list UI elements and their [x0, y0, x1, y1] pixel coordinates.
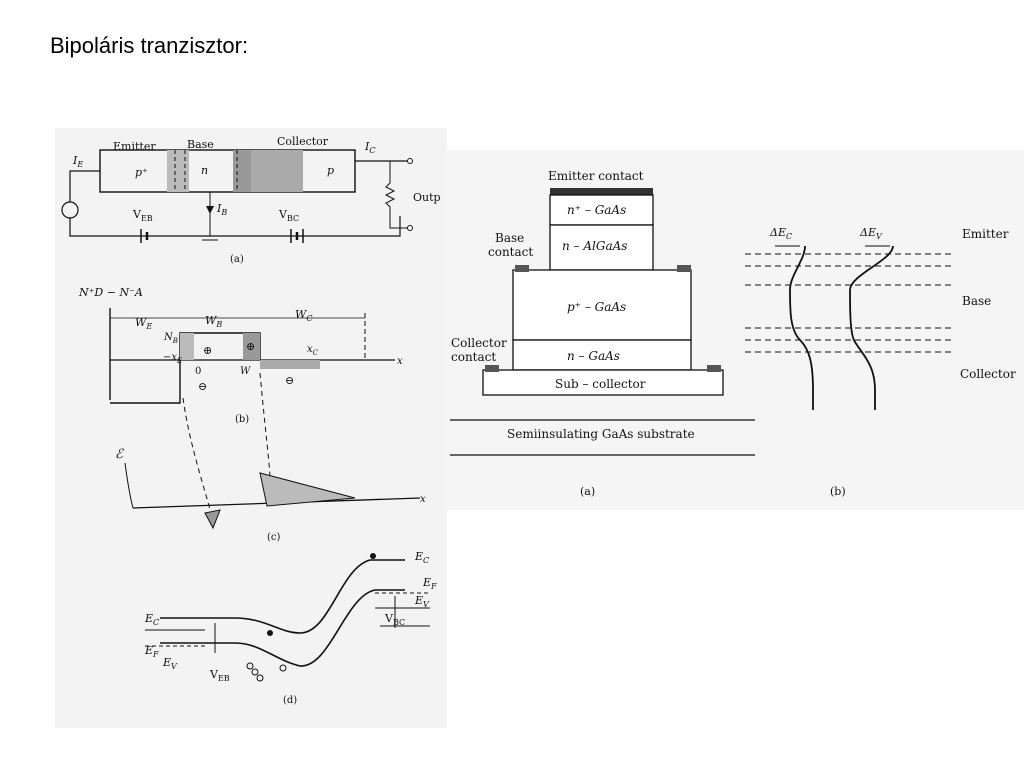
sub-collector-label: Sub – collector — [555, 377, 646, 391]
veb-label: VEB — [132, 208, 153, 223]
xc-label: xC — [307, 344, 319, 357]
collector-contact-label-1: Collector — [451, 336, 507, 350]
we-label: WE — [135, 316, 152, 331]
right-figure: Emitter contact n⁺ – GaAs n – AlGaAs Bas… — [445, 150, 1024, 510]
base-band-label: Base — [962, 294, 991, 308]
load-resistor-icon — [384, 182, 410, 229]
n-label: n — [201, 164, 208, 177]
w-label: W — [240, 366, 251, 377]
hbt-structure: Emitter contact n⁺ – GaAs n – AlGaAs Bas… — [450, 169, 755, 498]
caption-d: (d) — [283, 695, 297, 706]
ec-right-label: EC — [414, 550, 429, 565]
ic-label: IC — [364, 140, 375, 155]
base-label: Base — [187, 138, 214, 151]
doping-ylabel: N⁺D − N⁻A — [78, 286, 143, 299]
p-label: p — [327, 164, 334, 177]
ib-label: IB — [216, 202, 227, 217]
ef-left-label: EF — [144, 644, 159, 659]
collector-depletion-region — [251, 150, 303, 192]
base-contact-right — [677, 265, 691, 272]
ec-left-label: EC — [144, 612, 159, 627]
conduction-band-curve — [789, 245, 814, 410]
delta-ev-label: ΔEV — [859, 226, 883, 241]
ef-right-label: EF — [422, 576, 437, 591]
ie-label: IE — [72, 154, 83, 169]
base-contact-left — [515, 265, 529, 272]
plus-charge-icon-2: ⊕ — [246, 340, 255, 353]
minus-charge-icon: ⊖ — [198, 380, 207, 393]
emitter-contact-label: Emitter contact — [548, 169, 644, 183]
conduction-band-line — [160, 559, 405, 634]
base-depletion-region — [233, 150, 251, 192]
output-terminal-bottom — [407, 225, 413, 231]
x-axis-label-b: x — [397, 356, 403, 367]
output-label: Outp — [413, 191, 441, 204]
caption-right-a: (a) — [580, 485, 595, 498]
left-figure-svg: Emitter Base Collector p⁺ n p IE IC IB V… — [61, 135, 441, 706]
plus-charge-icon: ⊕ — [203, 344, 212, 357]
hbt-band-diagram: ΔEC ΔEV Emitter Base Collector (b) — [745, 226, 1016, 498]
caption-b: (b) — [235, 414, 249, 425]
collector-contact-left — [485, 365, 499, 372]
figure-b-doping: N⁺D − N⁻A WE WB WC NB −xE xC 0 W x ⊕ ⊕ ⊖… — [78, 286, 403, 425]
emitter-band-label: Emitter — [962, 227, 1009, 241]
collector-contact-right — [707, 365, 721, 372]
left-figure: Emitter Base Collector p⁺ n p IE IC IB V… — [55, 128, 447, 728]
caption-c: (c) — [267, 532, 281, 543]
base-contact-label-1: Base — [495, 231, 524, 245]
caption-right-b: (b) — [830, 485, 846, 498]
field-symbol: ℰ — [115, 447, 124, 462]
emitter-contact — [550, 188, 653, 195]
p-plus-gaas-label: p⁺ – GaAs — [567, 300, 626, 314]
emitter-label: Emitter — [113, 140, 156, 153]
valence-band-curve — [849, 245, 894, 410]
slide-title: Bipoláris tranzisztor: — [50, 33, 249, 58]
ev-left-label: EV — [162, 656, 178, 671]
caption-a: (a) — [230, 254, 244, 265]
substrate-label: Semiinsulating GaAs substrate — [507, 427, 695, 441]
right-figure-svg: Emitter contact n⁺ – GaAs n – AlGaAs Bas… — [450, 169, 1016, 498]
n-gaas-label: n – GaAs — [567, 349, 620, 363]
n-plus-gaas-label: n⁺ – GaAs — [567, 203, 626, 217]
source-icon — [61, 201, 79, 219]
zero-label: 0 — [195, 366, 201, 377]
vbc-band-label: VBC — [384, 612, 405, 627]
figure-c-field: ℰ x (c) — [115, 372, 426, 543]
minus-charge-icon-2: ⊖ — [285, 374, 294, 387]
base-contact-label-2: contact — [488, 245, 533, 259]
vbc-label: VBC — [278, 208, 299, 223]
delta-ec-label: ΔEC — [769, 226, 792, 241]
figure-a-circuit: Emitter Base Collector p⁺ n p IE IC IB V… — [61, 135, 441, 265]
ev-right-label: EV — [414, 594, 430, 609]
wc-label: WC — [295, 308, 312, 323]
nb-label: NB — [163, 332, 178, 345]
x-axis-label-c: x — [420, 494, 426, 505]
xe-label: −xE — [163, 352, 182, 365]
output-terminal-top — [407, 158, 413, 164]
valence-band-line — [160, 589, 405, 667]
veb-band-label: VEB — [209, 668, 230, 683]
collector-band-label: Collector — [960, 367, 1016, 381]
collector-label: Collector — [277, 135, 329, 148]
collector-contact-label-2: contact — [451, 350, 496, 364]
figure-d-band-diagram: EC EF EV EC EF EV VBC VEB (d) — [144, 550, 437, 706]
n-algaas-label: n – AlGaAs — [562, 239, 627, 253]
wb-label: WB — [205, 314, 222, 329]
emitter-depletion-region — [167, 150, 189, 192]
p-plus-label: p⁺ — [135, 166, 148, 179]
